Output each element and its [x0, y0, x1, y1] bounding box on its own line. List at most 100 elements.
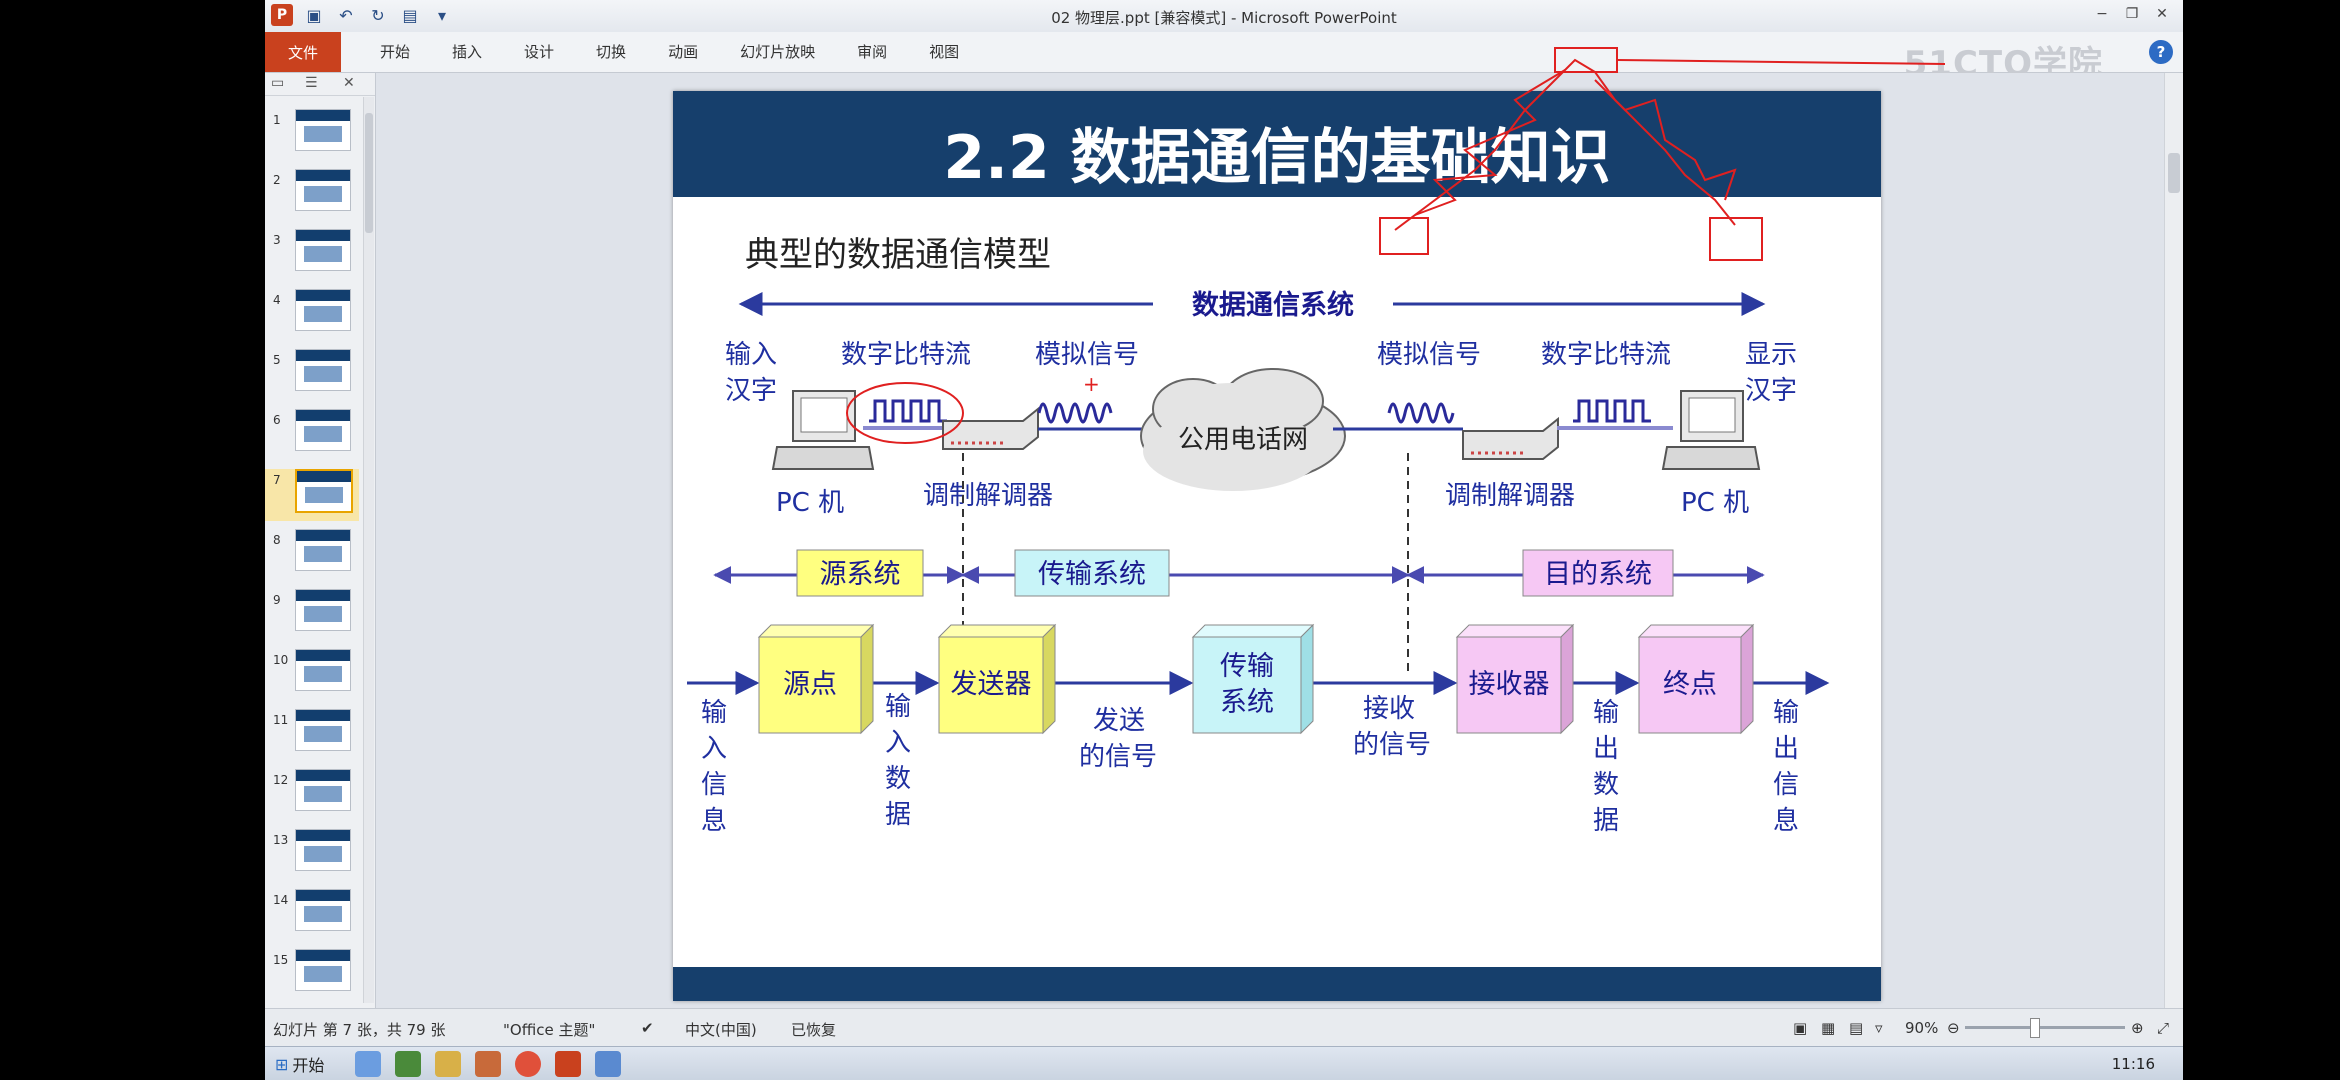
language-status[interactable]: 中文(中国): [685, 1021, 757, 1039]
zoom-level[interactable]: 90%: [1905, 1019, 1939, 1037]
reading-view-icon[interactable]: ▤: [1849, 1019, 1864, 1037]
taskbar-powerpoint-icon[interactable]: [555, 1051, 581, 1077]
input-info-char-3: 信: [701, 770, 727, 800]
input-info-char-1: 输: [701, 698, 727, 728]
quick-access-toolbar: P ▣ ↶ ↻ ▤ ▾: [271, 4, 453, 26]
slide-thumbnail-preview: [295, 169, 351, 211]
slide-sorter-icon[interactable]: ▦: [1821, 1019, 1836, 1037]
slide-thumbnail-number: 13: [273, 833, 289, 847]
slide-thumbnail-number: 4: [273, 293, 281, 307]
slide-thumbnail-preview: [295, 529, 351, 571]
pen-circle-annotation: [846, 382, 964, 444]
vertical-scrollbar[interactable]: [2164, 73, 2183, 1008]
taskbar: ⊞ 开始 11:16: [265, 1046, 2183, 1080]
slides-view-icon[interactable]: ▭: [271, 75, 285, 91]
slide-footer-band: [673, 967, 1881, 1001]
slide-thumbnail-preview: [295, 829, 351, 871]
slide-thumbnail-preview: [295, 649, 351, 691]
fit-slide-icon[interactable]: ⤢: [2157, 1019, 2170, 1037]
slide-thumbnail-number: 7: [273, 473, 281, 487]
output-info-char-1: 输: [1773, 698, 1799, 728]
normal-view-icon[interactable]: ▣: [1793, 1019, 1808, 1037]
theme-status[interactable]: "Office 主题": [503, 1021, 596, 1039]
slide-thumbnail[interactable]: 15: [265, 949, 359, 1001]
thumbnail-scrollbar[interactable]: [363, 97, 374, 1003]
zoom-out-icon[interactable]: ⊖: [1947, 1019, 1960, 1037]
slide-thumbnail[interactable]: 14: [265, 889, 359, 941]
slide-thumbnail[interactable]: 10: [265, 649, 359, 701]
output-data-char-1: 输: [1593, 698, 1619, 728]
tab-design[interactable]: 设计: [524, 43, 555, 61]
zoom-slider-handle[interactable]: [2030, 1018, 2040, 1038]
zoom-in-icon[interactable]: ⊕: [2131, 1019, 2144, 1037]
restore-icon[interactable]: ❐: [2125, 6, 2139, 22]
receiver-box-label: 接收器: [1469, 669, 1550, 700]
window-title: 02 物理层.ppt [兼容模式] - Microsoft PowerPoint: [1051, 9, 1397, 27]
taskbar-app-icon-4[interactable]: [475, 1051, 501, 1077]
slide-thumbnail[interactable]: 12: [265, 769, 359, 821]
recv-signal-label-2: 的信号: [1353, 730, 1431, 760]
redo-icon[interactable]: ↻: [371, 5, 385, 25]
input-info-char-4: 息: [701, 806, 727, 836]
powerpoint-logo-icon[interactable]: P: [271, 4, 293, 26]
close-panel-icon[interactable]: ✕: [343, 75, 355, 91]
slide-thumbnail[interactable]: 8: [265, 529, 359, 581]
slide-thumbnail[interactable]: 2: [265, 169, 359, 221]
tab-transitions[interactable]: 切换: [596, 43, 627, 61]
tab-review[interactable]: 审阅: [857, 43, 888, 61]
customize-toolbar-icon[interactable]: ▾: [437, 5, 447, 25]
slide-thumbnail[interactable]: 11: [265, 709, 359, 761]
slide-thumbnail-preview: [295, 469, 353, 513]
slide-count-status: 幻灯片 第 7 张，共 79 张: [273, 1021, 446, 1039]
recovered-status: 已恢复: [791, 1021, 837, 1039]
zoom-slider[interactable]: [1965, 1026, 2125, 1029]
taskbar-app-icon-2[interactable]: [395, 1051, 421, 1077]
slide-thumbnail-preview: [295, 589, 351, 631]
minimize-icon[interactable]: −: [2096, 6, 2108, 22]
slide-thumbnail[interactable]: 6: [265, 409, 359, 461]
help-icon[interactable]: ?: [2149, 40, 2173, 64]
taskbar-app-icon-7[interactable]: [595, 1051, 621, 1077]
slide-thumbnail[interactable]: 13: [265, 829, 359, 881]
tab-slideshow[interactable]: 幻灯片放映: [740, 43, 816, 61]
data-communication-diagram: 数据通信系统 输入 汉字 数字比特流 模拟信号 模拟信号 数字比特流 显示 汉字…: [687, 286, 1830, 836]
file-tab[interactable]: 文件: [265, 32, 341, 72]
slide-thumbnail[interactable]: 1: [265, 109, 359, 161]
close-icon[interactable]: ✕: [2156, 6, 2168, 22]
input-data-char-1: 输: [885, 692, 911, 722]
analog-signal-right-label: 模拟信号: [1377, 340, 1481, 370]
sent-signal-label-1: 发送: [1093, 706, 1145, 736]
windows-logo-icon: ⊞: [275, 1054, 289, 1074]
save-icon[interactable]: ▣: [306, 5, 322, 25]
input-data-char-4: 据: [885, 800, 911, 830]
tab-insert[interactable]: 插入: [452, 43, 483, 61]
slide-thumbnail[interactable]: 9: [265, 589, 359, 641]
digital-waveform-right: [1573, 399, 1651, 423]
slide-thumbnail-preview: [295, 769, 351, 811]
tab-view[interactable]: 视图: [929, 43, 960, 61]
undo-icon[interactable]: ↶: [339, 5, 353, 25]
taskbar-app-icon-1[interactable]: [355, 1051, 381, 1077]
slide-thumbnail-preview: [295, 709, 351, 751]
slide[interactable]: 2.2 数据通信的基础知识 典型的数据通信模型 数据通信系统 输入 汉字 数字比…: [673, 91, 1881, 1001]
slide-thumbnail[interactable]: 7: [265, 469, 359, 521]
tab-animations[interactable]: 动画: [668, 43, 699, 61]
slide-thumbnail[interactable]: 3: [265, 229, 359, 281]
outline-view-icon[interactable]: ☰: [305, 75, 318, 91]
slideshow-icon[interactable]: ▤: [402, 5, 418, 25]
transmission-box-label-1: 传输: [1220, 651, 1274, 682]
dest-system-label: 目的系统: [1544, 559, 1652, 590]
transmission-system-box: [1014, 549, 1170, 597]
input-chars-label-1: 输入: [725, 340, 777, 370]
taskbar-clock: 11:16: [2111, 1055, 2155, 1073]
spellcheck-icon[interactable]: ✔: [641, 1019, 654, 1037]
start-button[interactable]: ⊞ 开始: [267, 1051, 332, 1077]
slide-thumbnail[interactable]: 4: [265, 289, 359, 341]
tab-home[interactable]: 开始: [380, 43, 411, 61]
taskbar-explorer-icon[interactable]: [435, 1051, 461, 1077]
digital-waveform-left: [869, 399, 947, 423]
taskbar-chrome-icon[interactable]: [515, 1051, 541, 1077]
slideshow-view-icon[interactable]: ▿: [1875, 1019, 1883, 1037]
slide-thumbnail[interactable]: 5: [265, 349, 359, 401]
